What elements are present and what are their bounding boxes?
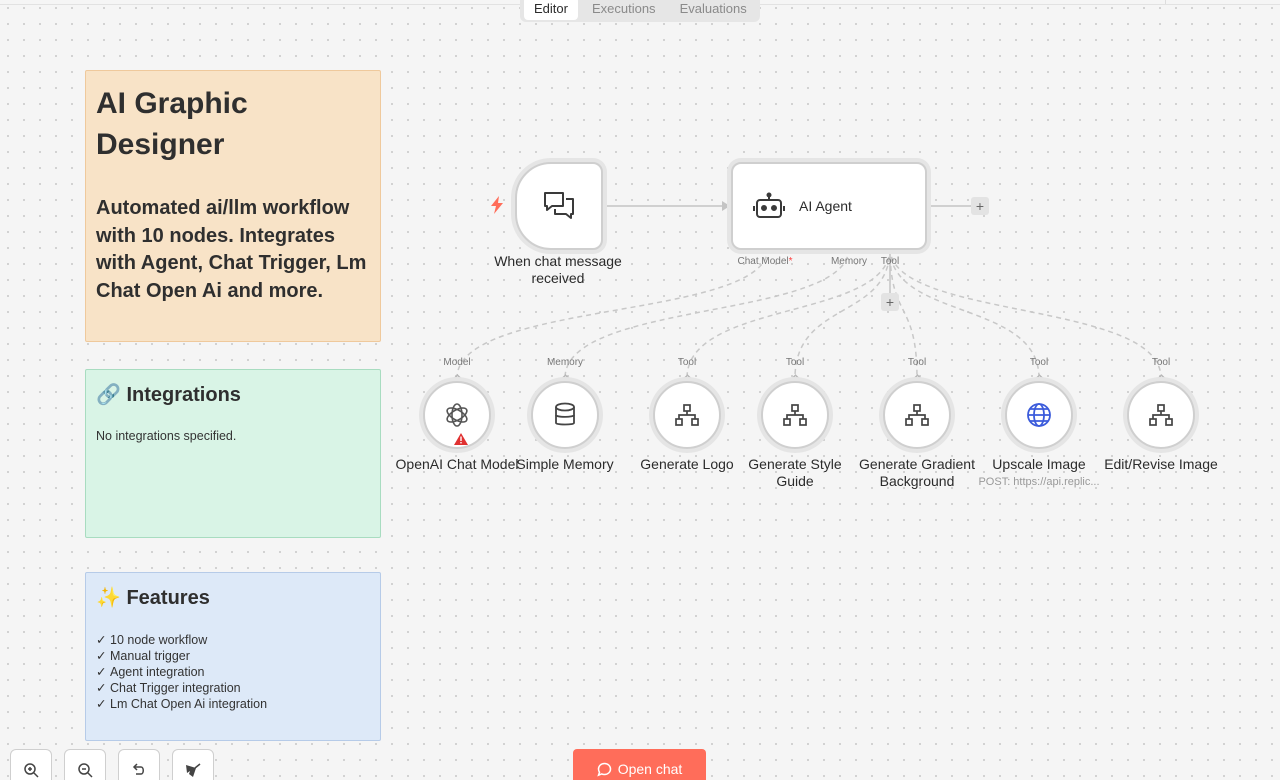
list-item: ✓Manual trigger bbox=[96, 649, 190, 663]
port-label-memory: Memory bbox=[830, 256, 868, 267]
check-icon: ✓ bbox=[96, 697, 107, 711]
broom-icon bbox=[186, 763, 201, 777]
port-label-tool: Tool bbox=[1151, 357, 1171, 368]
port-label-model: Model bbox=[443, 357, 471, 368]
port-label-tool: Tool bbox=[677, 357, 697, 368]
sticky-note-integrations[interactable]: 🔗 Integrations No integrations specified… bbox=[85, 369, 381, 538]
note-title: ✨ Features bbox=[96, 587, 210, 609]
openai-icon bbox=[446, 403, 468, 427]
reset-zoom-button[interactable] bbox=[118, 749, 160, 780]
trigger-node[interactable] bbox=[515, 162, 603, 250]
workflow-icon bbox=[675, 404, 699, 426]
list-item: ✓Lm Chat Open Ai integration bbox=[96, 697, 268, 711]
arrow-head bbox=[722, 201, 730, 211]
tool-wire bbox=[889, 247, 918, 379]
note-title: AI Graphic Designer bbox=[96, 87, 248, 161]
add-tool-button[interactable]: + bbox=[881, 293, 899, 311]
node-label: Generate Gradient Background bbox=[859, 456, 975, 489]
trigger-label: When chat message received bbox=[494, 253, 622, 286]
check-icon: ✓ bbox=[96, 633, 107, 647]
chat-icon bbox=[596, 762, 611, 777]
list-item: ✓10 node workflow bbox=[96, 633, 208, 647]
node-label: OpenAI Chat Model bbox=[395, 456, 519, 472]
port-label-chat-model: Chat Model* bbox=[737, 256, 793, 267]
zoom-out-button[interactable] bbox=[64, 749, 106, 780]
tidy-up-button[interactable] bbox=[172, 749, 214, 780]
undo-icon bbox=[132, 763, 144, 775]
chat-bubbles-icon bbox=[544, 192, 574, 219]
simple-memory-node[interactable] bbox=[531, 381, 599, 449]
openai-chat-model-node[interactable] bbox=[423, 381, 491, 449]
add-node-button[interactable]: + bbox=[971, 197, 989, 215]
check-icon: ✓ bbox=[96, 665, 107, 679]
upscale-image-node[interactable] bbox=[1005, 381, 1073, 449]
check-icon: ✓ bbox=[96, 649, 107, 663]
agent-label: AI Agent bbox=[799, 198, 852, 214]
workflow-icon bbox=[783, 404, 807, 426]
tool-wire bbox=[686, 247, 891, 379]
list-item: ✓Chat Trigger integration bbox=[96, 681, 241, 695]
tab-evaluations[interactable]: Evaluations bbox=[679, 0, 747, 16]
warning-icon[interactable] bbox=[454, 433, 468, 445]
note-body: No integrations specified. bbox=[96, 429, 237, 443]
zoom-out-icon bbox=[78, 763, 93, 778]
view-tabs: Editor Executions Evaluations bbox=[520, 0, 760, 22]
workflow-icon bbox=[1149, 404, 1173, 426]
database-icon bbox=[555, 402, 575, 426]
port-label-tool: Tool bbox=[880, 256, 900, 267]
edit-revise-image-node[interactable] bbox=[1127, 381, 1195, 449]
generate-gradient-background-node[interactable] bbox=[883, 381, 951, 449]
open-chat-button[interactable]: Open chat bbox=[573, 749, 706, 780]
port-label-tool: Tool bbox=[1029, 357, 1049, 368]
list-item: ✓Agent integration bbox=[96, 665, 205, 679]
model-wire bbox=[456, 247, 769, 379]
generate-logo-node[interactable] bbox=[653, 381, 721, 449]
zoom-in-button[interactable] bbox=[10, 749, 52, 780]
node-label: Generate Logo bbox=[640, 456, 734, 472]
node-label: Upscale Image bbox=[992, 456, 1086, 472]
sticky-note-main[interactable]: AI Graphic Designer Automated ai/llm wor… bbox=[85, 70, 381, 342]
check-icon: ✓ bbox=[96, 681, 107, 695]
port-label-tool: Tool bbox=[907, 357, 927, 368]
bolt-icon bbox=[490, 196, 504, 219]
tab-executions[interactable]: Executions bbox=[591, 0, 656, 16]
memory-wire bbox=[564, 247, 850, 379]
tab-editor[interactable]: Editor bbox=[524, 0, 578, 20]
note-title: 🔗 Integrations bbox=[96, 384, 241, 406]
note-description: Automated ai/llm workflow with 10 nodes.… bbox=[96, 197, 367, 302]
node-label: Simple Memory bbox=[516, 456, 614, 472]
open-chat-label: Open chat bbox=[617, 761, 683, 777]
tool-wire bbox=[889, 247, 1162, 379]
port-label-memory: Memory bbox=[546, 357, 584, 368]
node-subtitle: POST: https://api.replic... bbox=[978, 476, 1100, 488]
tool-wire bbox=[794, 247, 891, 379]
robot-icon bbox=[753, 192, 785, 218]
node-label: Generate Style Guide bbox=[748, 456, 842, 489]
feature-list: ✓10 node workflow ✓Manual trigger ✓Agent… bbox=[96, 632, 370, 712]
node-label: Edit/Revise Image bbox=[1104, 456, 1218, 472]
port-label-tool: Tool bbox=[785, 357, 805, 368]
zoom-in-icon bbox=[24, 763, 39, 778]
globe-icon bbox=[1027, 403, 1051, 427]
generate-style-guide-node[interactable] bbox=[761, 381, 829, 449]
sticky-note-features[interactable]: ✨ Features ✓10 node workflow ✓Manual tri… bbox=[85, 572, 381, 741]
workflow-icon bbox=[905, 404, 929, 426]
agent-node[interactable]: AI Agent bbox=[731, 162, 927, 250]
